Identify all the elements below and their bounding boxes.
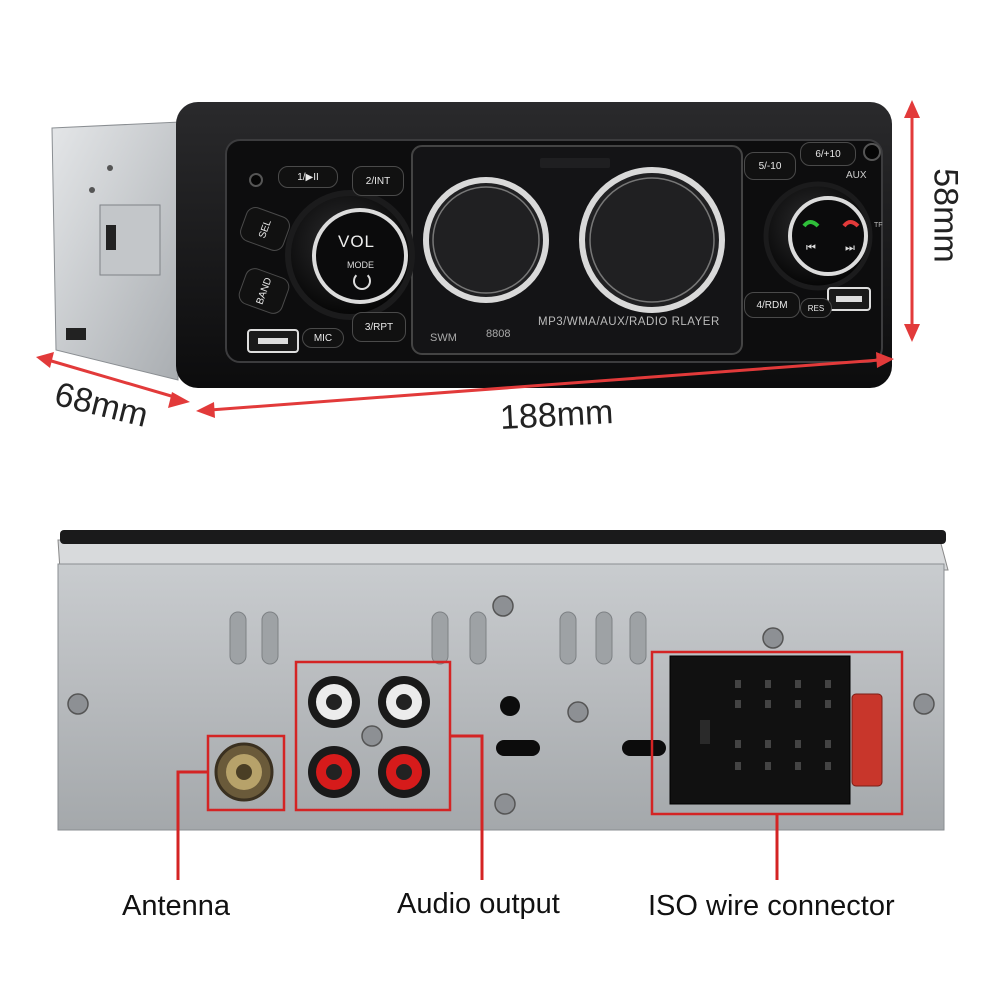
- height-dimension-label: 58mm: [926, 168, 965, 263]
- brand-label: SWM: [430, 332, 457, 344]
- iso-connector-label: ISO wire connector: [648, 890, 895, 922]
- format-description: MP3/WMA/AUX/RADIO RLAYER: [538, 316, 720, 328]
- button-6[interactable]: 6/+10: [800, 142, 856, 166]
- fuse: [851, 693, 883, 787]
- volume-label: VOL: [338, 232, 376, 251]
- button-4[interactable]: 4/RDM: [744, 292, 800, 318]
- rca-jacks: [308, 676, 430, 798]
- aux-label: AUX: [846, 170, 867, 181]
- button-1[interactable]: 1/▶II: [278, 166, 338, 188]
- phone-prev-icon: ⏮: [806, 242, 816, 254]
- button-5[interactable]: 5/-10: [744, 152, 796, 180]
- iso-connector-body: [669, 655, 851, 805]
- front-view: VOL MODE ⏮ ⏭ 1/▶II 2/INT 3/RPT 4/RDM 5/-…: [0, 0, 1000, 460]
- rear-view: Antenna Audio output ISO wire connector: [0, 500, 1000, 1000]
- antenna-label: Antenna: [122, 890, 231, 922]
- audio-output-label: Audio output: [397, 888, 560, 920]
- tf-label: TF: [874, 222, 883, 229]
- power-icon: [353, 272, 371, 290]
- model-label: 8808: [486, 328, 511, 340]
- button-2[interactable]: 2/INT: [352, 166, 404, 196]
- radio-rear-illustration: [57, 530, 949, 880]
- dimension-arrows: [36, 100, 920, 418]
- radio-front-illustration: [36, 100, 920, 418]
- button-3[interactable]: 3/RPT: [352, 312, 406, 342]
- width-dimension-label: 188mm: [499, 393, 615, 437]
- mic-button[interactable]: MIC: [302, 328, 344, 348]
- phone-next-icon: ⏭: [845, 242, 855, 254]
- mode-label: MODE: [347, 260, 374, 270]
- res-button[interactable]: RES: [800, 298, 832, 318]
